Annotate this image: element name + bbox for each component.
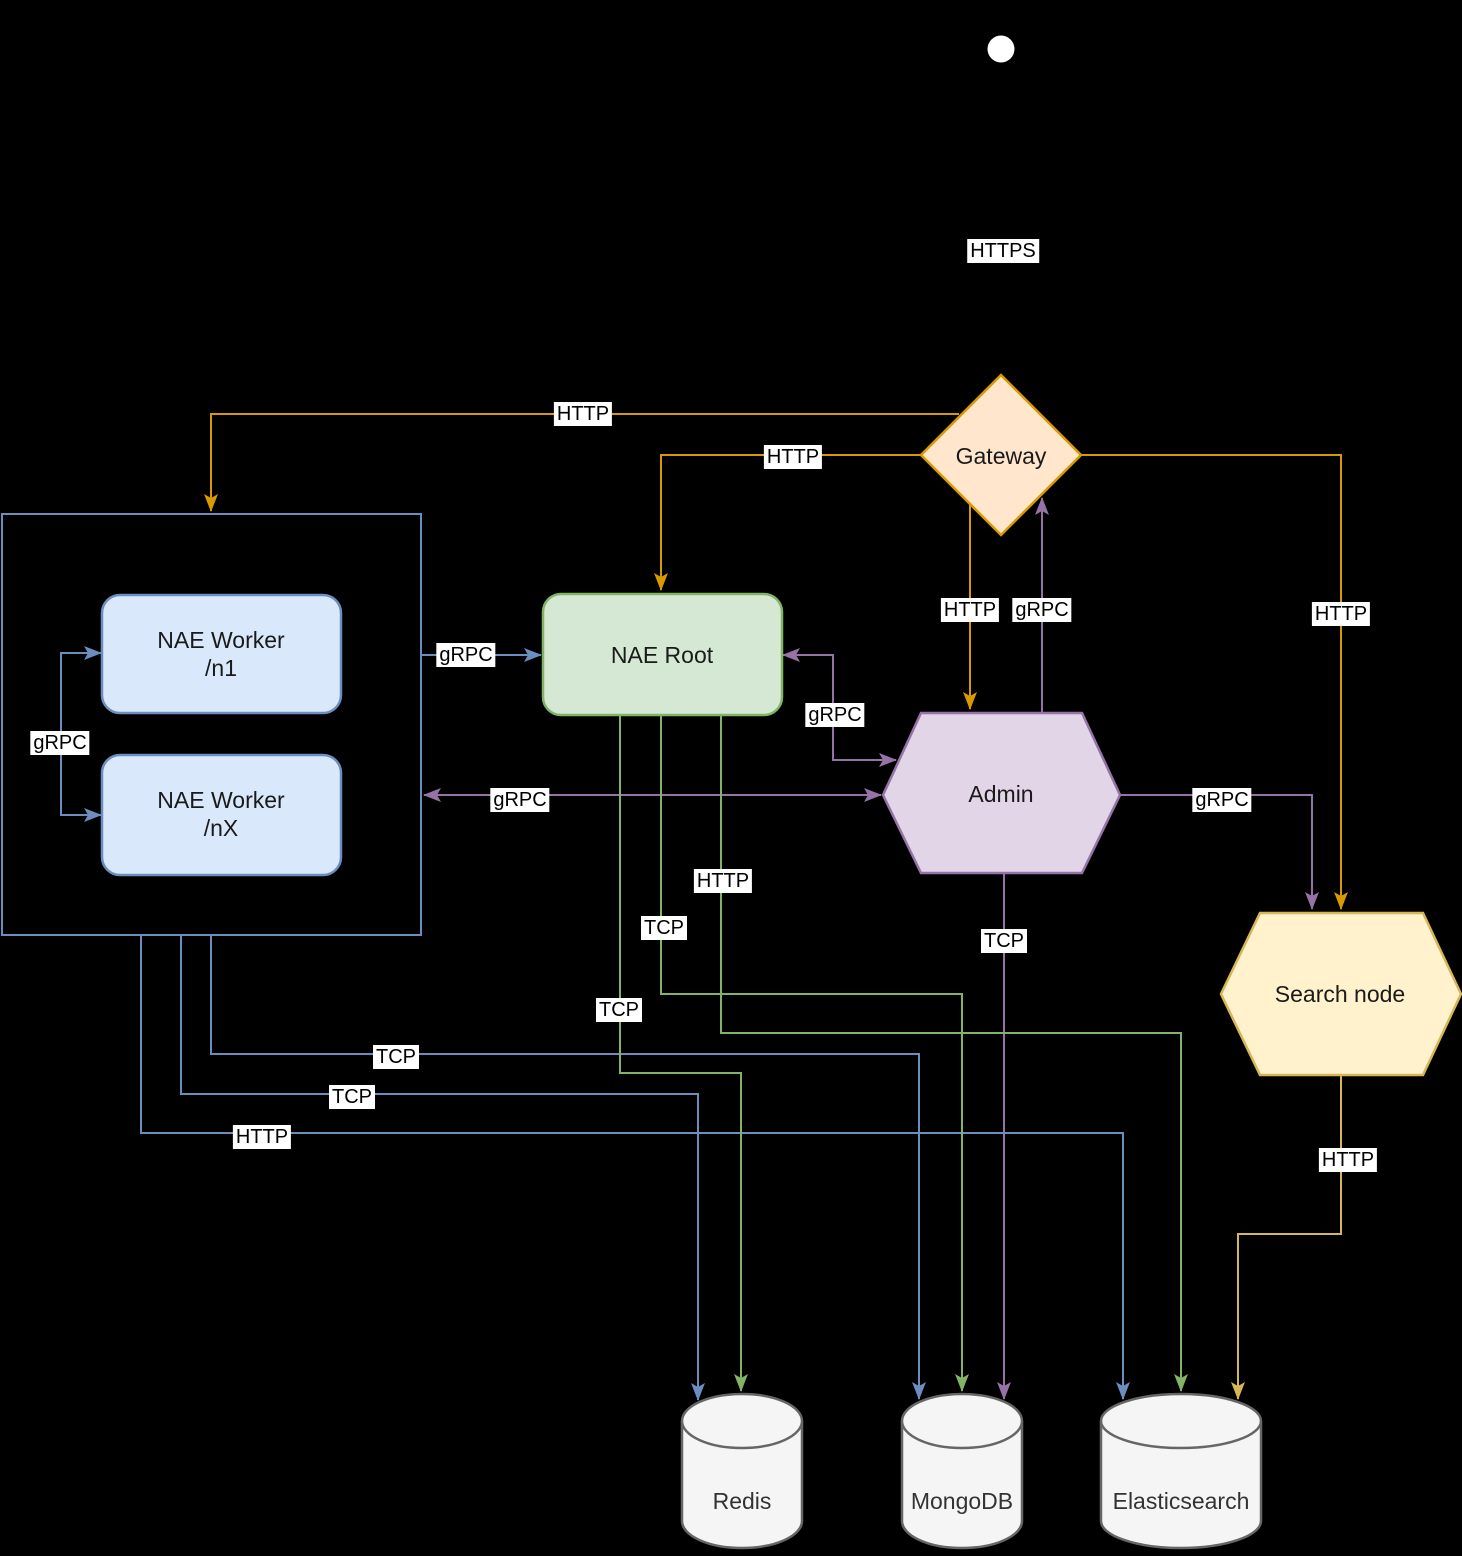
edge-nae-root-mongodb-tcp: [660, 715, 969, 1392]
edge-label-gateway-nae-root: HTTP: [763, 445, 823, 469]
user-actor-head: [987, 35, 1015, 63]
gateway-label: Gateway: [955, 443, 1047, 469]
worker-n1-label-line1: NAE Worker: [157, 627, 285, 653]
edge-nae-root-redis-tcp: [619, 715, 748, 1392]
mongodb-label: MongoDB: [910, 1488, 1014, 1514]
edge-label-admin-search: gRPC: [1192, 788, 1252, 812]
gateway-node: [919, 373, 1083, 537]
admin-node: [881, 711, 1122, 875]
edge-label-workers-elasticsearch: HTTP: [232, 1125, 292, 1149]
admin-label: Admin: [968, 781, 1034, 807]
worker-nx-label: NAE Worker /nX: [157, 786, 284, 842]
worker-nx-label-line1: NAE Worker: [157, 787, 285, 813]
elasticsearch-cylinder: [1099, 1392, 1263, 1550]
edge-label-admin-mongodb: TCP: [981, 929, 1027, 953]
workers-cluster-box: [1, 513, 422, 936]
worker-n1-label-line2: /n1: [205, 655, 237, 681]
edge-label-search-elasticsearch: HTTP: [1318, 1148, 1378, 1172]
edge-label-workers-mongodb: TCP: [373, 1045, 419, 1069]
redis-cylinder: [680, 1392, 804, 1550]
edge-gateway-search-http: [1081, 454, 1348, 910]
worker-n1-label: NAE Worker /n1: [157, 626, 284, 682]
redis-label: Redis: [712, 1488, 772, 1514]
nae-root-label: NAE Root: [610, 642, 714, 668]
edge-workers-mongodb-tcp: [210, 936, 926, 1400]
edge-label-workers-redis: TCP: [329, 1085, 375, 1109]
edge-gateway-nae-root-http: [654, 454, 921, 591]
edge-label-gateway-workers: HTTP: [553, 402, 613, 426]
edge-label-admin-gateway: gRPC: [1012, 598, 1072, 622]
mongodb-cylinder: [900, 1392, 1024, 1550]
worker-n1-node: [100, 593, 343, 715]
edge-label-workers-nae-root: gRPC: [436, 643, 496, 667]
edge-label-gateway-admin: HTTP: [940, 598, 1000, 622]
edge-label-nae-root-redis: TCP: [596, 998, 642, 1022]
edge-label-gateway-search: HTTP: [1311, 602, 1371, 626]
edge-label-workers-internal: gRPC: [30, 731, 90, 755]
worker-nx-label-line2: /nX: [203, 815, 239, 841]
edge-label-nae-root-mongodb: TCP: [641, 916, 687, 940]
edge-label-workers-admin: gRPC: [490, 788, 550, 812]
search-node: [1219, 911, 1462, 1077]
search-node-label: Search node: [1274, 981, 1406, 1007]
edge-workers-elasticsearch-http: [140, 936, 1130, 1400]
edge-workers-redis-tcp: [180, 936, 705, 1401]
edge-search-elasticsearch-http: [1231, 1075, 1342, 1400]
worker-nx-node: [100, 753, 343, 877]
edge-label-nae-root-elasticsearch: HTTP: [693, 869, 753, 893]
edge-label-nae-root-admin: gRPC: [805, 703, 865, 727]
edge-label-user-gateway: HTTPS: [967, 239, 1039, 263]
nae-root-node: [541, 592, 784, 717]
elasticsearch-label: Elasticsearch: [1112, 1488, 1250, 1514]
edge-admin-search-grpc: [1120, 794, 1319, 910]
edge-gateway-workers-http: [204, 413, 959, 512]
